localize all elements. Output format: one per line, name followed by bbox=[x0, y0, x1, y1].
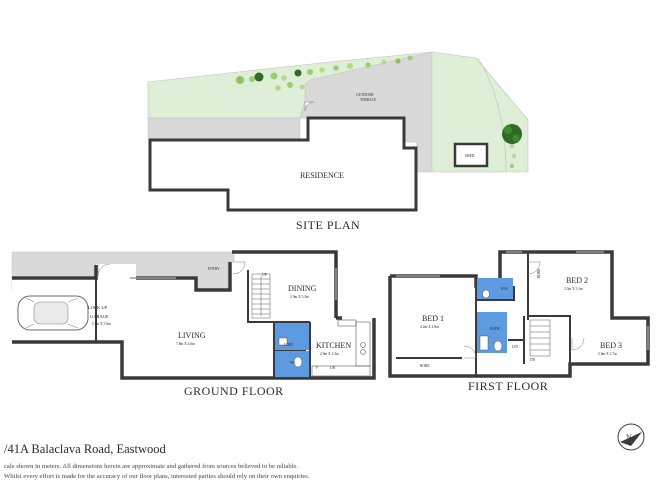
laundry-label: LDRY bbox=[284, 343, 294, 347]
outdoor-terrace-label-1: OUTDOOR bbox=[356, 93, 374, 97]
shed-label: SHED bbox=[465, 154, 475, 158]
stairs-icon bbox=[251, 273, 271, 319]
svg-text:N: N bbox=[626, 433, 632, 442]
north-compass-icon: N bbox=[617, 423, 645, 451]
wc-label: WC bbox=[290, 361, 296, 365]
up-label: UP bbox=[262, 273, 267, 277]
robe-label: ROBE bbox=[420, 364, 430, 368]
dining-label: DINING bbox=[288, 284, 317, 293]
kitchen-benches bbox=[311, 319, 371, 377]
residence-label: RESIDENCE bbox=[300, 171, 344, 180]
ensuite-label: ENS bbox=[501, 287, 508, 291]
residence-outline bbox=[148, 116, 418, 212]
disclaimer-line-1: cale shown in meters. All dimensions her… bbox=[4, 463, 299, 470]
linen-label: LIN bbox=[512, 345, 518, 349]
ground-floor-internal-walls bbox=[95, 270, 311, 378]
site-plan: RESIDENCE OUTDOOR TERRACE SHED SITE PLAN bbox=[147, 51, 529, 232]
living-dims: 7.8m X 4.6m bbox=[176, 342, 195, 346]
down-label: DN bbox=[530, 358, 536, 362]
first-floor-footprint bbox=[390, 252, 648, 376]
ground-floor-title: GROUND FLOOR bbox=[184, 384, 284, 398]
kitchen-label: KITCHEN bbox=[316, 341, 351, 350]
disclaimer-line-2: Whilst every effort is made for the accu… bbox=[4, 473, 310, 480]
bed2-label: BED 2 bbox=[566, 276, 588, 285]
site-lawn-curve bbox=[477, 57, 507, 173]
first-floor-internal-walls bbox=[396, 252, 571, 376]
dining-dims: 2.9m X 3.3m bbox=[290, 295, 309, 299]
first-floor-windows bbox=[396, 251, 649, 350]
bed2-dims: 3.3m X 3.1m bbox=[564, 287, 583, 291]
robe-side-label: ROBE bbox=[537, 268, 541, 278]
bed3-label: BED 3 bbox=[600, 341, 622, 350]
shed bbox=[453, 142, 489, 168]
ground-floor: ENTRY UP LOCK UP GARAGE 5.4m X 3.0m LIVI… bbox=[11, 250, 376, 398]
stairs-icon bbox=[529, 319, 551, 357]
property-address: /41A Balaclava Road, Eastwood bbox=[4, 442, 166, 456]
first-floor: BED 1 4.2m X 4.8m BED 2 3.3m X 3.1m BED … bbox=[388, 250, 650, 393]
entry-door-swing bbox=[232, 261, 246, 275]
site-plan-title: SITE PLAN bbox=[296, 218, 360, 232]
laundry-area bbox=[275, 323, 309, 350]
pantry-label: UB bbox=[330, 366, 336, 370]
first-floor-title: FIRST FLOOR bbox=[468, 379, 548, 393]
bed1-label: BED 1 bbox=[422, 314, 444, 323]
garage-label-1: LOCK UP bbox=[88, 305, 108, 310]
bath-label: BATH bbox=[490, 327, 500, 331]
entry-label: ENTRY bbox=[208, 267, 220, 271]
bed1-dims: 4.2m X 4.8m bbox=[420, 325, 439, 329]
outdoor-terrace-label-2: TERRACE bbox=[360, 98, 377, 102]
garage-label-2: GARAGE bbox=[90, 314, 109, 319]
car-icon bbox=[17, 295, 89, 331]
fridge-label: F bbox=[316, 366, 318, 370]
garage-dims: 5.4m X 3.0m bbox=[92, 322, 111, 326]
wc-area bbox=[275, 351, 309, 377]
terrace-door-swing bbox=[304, 101, 315, 112]
kitchen-dims: 2.9m X 2.3m bbox=[320, 352, 339, 356]
shrub-icon bbox=[236, 55, 517, 168]
living-label: LIVING bbox=[178, 331, 206, 340]
ground-floor-windows bbox=[130, 268, 337, 300]
tree-icon bbox=[502, 124, 522, 144]
bed3-dims: 3.6m X 2.7m bbox=[598, 352, 617, 356]
